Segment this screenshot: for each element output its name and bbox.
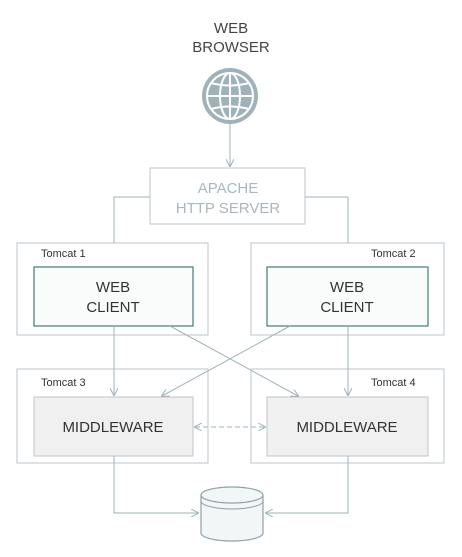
web-client-1 [33,266,194,327]
web-client-2 [266,266,429,327]
tomcat-2-label: Tomcat 2 [371,248,416,260]
arrow-middleware-1-to-database [113,456,198,513]
arrow-webclient-1-to-middleware-2 [169,325,298,396]
web-client-1-line2: CLIENT [86,299,139,316]
tomcat-3-label: Tomcat 3 [41,377,86,389]
web-client-2-line2: CLIENT [320,299,373,316]
browser-label-line2: BROWSER [192,39,270,56]
apache-label-line1: APACHE [198,180,259,197]
web-client-2-line1: WEB [330,279,364,296]
browser-label-line1: WEB [214,20,248,37]
arrow-middleware-2-to-database [266,456,349,513]
tomcat-1-label: Tomcat 1 [41,248,86,260]
arrow-apache-to-webclient-2 [305,196,348,265]
apache-http-server: APACHE HTTP SERVER [149,167,306,225]
web-client-1-line1: WEB [96,279,130,296]
apache-label-line2: HTTP SERVER [176,200,281,217]
middleware-1 [33,396,194,457]
tomcat-3-container: Tomcat 3 MIDDLEWARE [16,368,209,464]
tomcat-2-container: Tomcat 2 WEB CLIENT [250,242,445,336]
arrow-apache-to-webclient-1 [114,196,150,265]
tomcat-4-label: Tomcat 4 [371,377,416,389]
tomcat-1-container: Tomcat 1 WEB CLIENT [16,242,209,336]
globe-icon [202,68,258,124]
arrow-webclient-2-to-middleware-1 [162,325,291,396]
middleware-2-label: MIDDLEWARE [296,419,397,436]
database-icon [200,486,264,542]
middleware-2 [266,396,429,457]
middleware-1-label: MIDDLEWARE [62,419,163,436]
